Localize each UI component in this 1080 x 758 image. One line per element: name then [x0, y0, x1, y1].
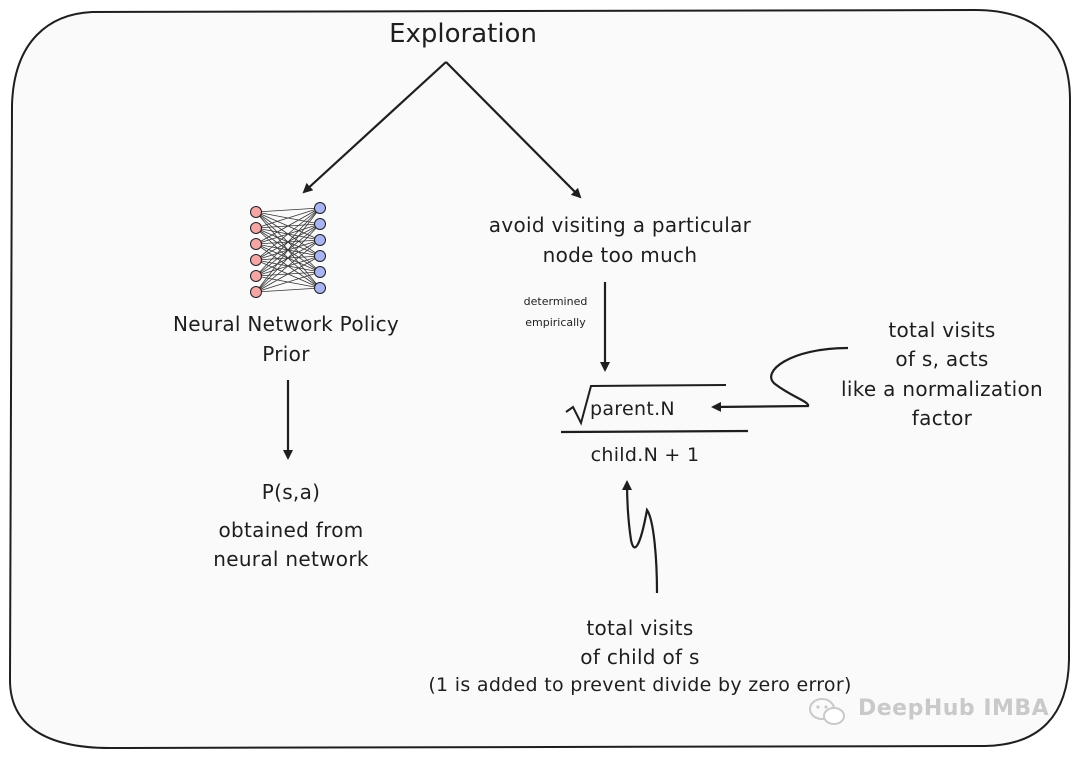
- prior-value-symbol: P(s,a): [261, 480, 321, 504]
- policy-prior-label-line2: Prior: [262, 342, 310, 366]
- network-output-node: [314, 282, 326, 294]
- policy-prior-label-line1: Neural Network Policy: [172, 312, 400, 336]
- network-input-node: [250, 270, 262, 282]
- network-input-node: [250, 222, 262, 234]
- network-input-node: [250, 206, 262, 218]
- network-input-node: [250, 238, 262, 250]
- network-output-node: [314, 218, 326, 230]
- network-output-node: [314, 250, 326, 262]
- empirical-note-line1: determined: [523, 295, 588, 308]
- network-edge: [255, 239, 321, 293]
- neural-network-icon: [250, 202, 326, 298]
- avoid-node-line1: avoid visiting a particular: [488, 213, 752, 237]
- parent-note-line4: factor: [911, 406, 973, 430]
- network-edge: [255, 207, 321, 293]
- network-edge: [255, 207, 321, 213]
- network-output-node: [314, 202, 326, 214]
- sqrt-sign: [565, 384, 727, 426]
- empirical-note-line2: empirically: [525, 316, 586, 329]
- wechat-icon: [809, 698, 845, 725]
- diagram-title: Exploration: [389, 19, 537, 49]
- arrow-parent-note-to-numerator: [711, 346, 849, 412]
- network-input-node: [250, 254, 262, 266]
- network-output-node: [314, 266, 326, 278]
- formula-numerator: parent.N: [590, 398, 675, 420]
- parent-note-line1: total visits: [888, 318, 996, 342]
- prior-value-desc-line1: obtained from: [218, 518, 364, 542]
- child-note-line3: (1 is added to prevent divide by zero er…: [428, 674, 852, 696]
- watermark-text: DeepHub IMBA: [858, 696, 1050, 721]
- network-edge: [255, 207, 321, 245]
- network-edge: [255, 287, 321, 293]
- network-output-node: [314, 234, 326, 246]
- network-edge: [255, 207, 321, 229]
- fraction-bar: [560, 429, 749, 434]
- avoid-node-line2: node too much: [542, 243, 698, 267]
- network-edge: [255, 207, 321, 261]
- arrow-to-policy-prior: [302, 61, 447, 194]
- child-note-line1: total visits: [586, 616, 694, 640]
- arrow-child-note-to-denominator: [622, 480, 659, 594]
- parent-note-line2: of s, acts: [895, 347, 989, 371]
- formula-denominator: child.N + 1: [590, 444, 700, 466]
- network-edge: [255, 207, 321, 277]
- network-input-node: [250, 286, 262, 298]
- network-edge: [255, 255, 321, 293]
- diagram-frame: [8, 8, 1072, 750]
- network-edge: [255, 223, 321, 293]
- arrow-to-avoid-node: [445, 61, 582, 199]
- network-edge: [255, 271, 321, 293]
- parent-note-line3: like a normalization: [841, 377, 1043, 401]
- child-note-line2: of child of s: [580, 645, 700, 669]
- prior-value-desc-line2: neural network: [213, 547, 369, 571]
